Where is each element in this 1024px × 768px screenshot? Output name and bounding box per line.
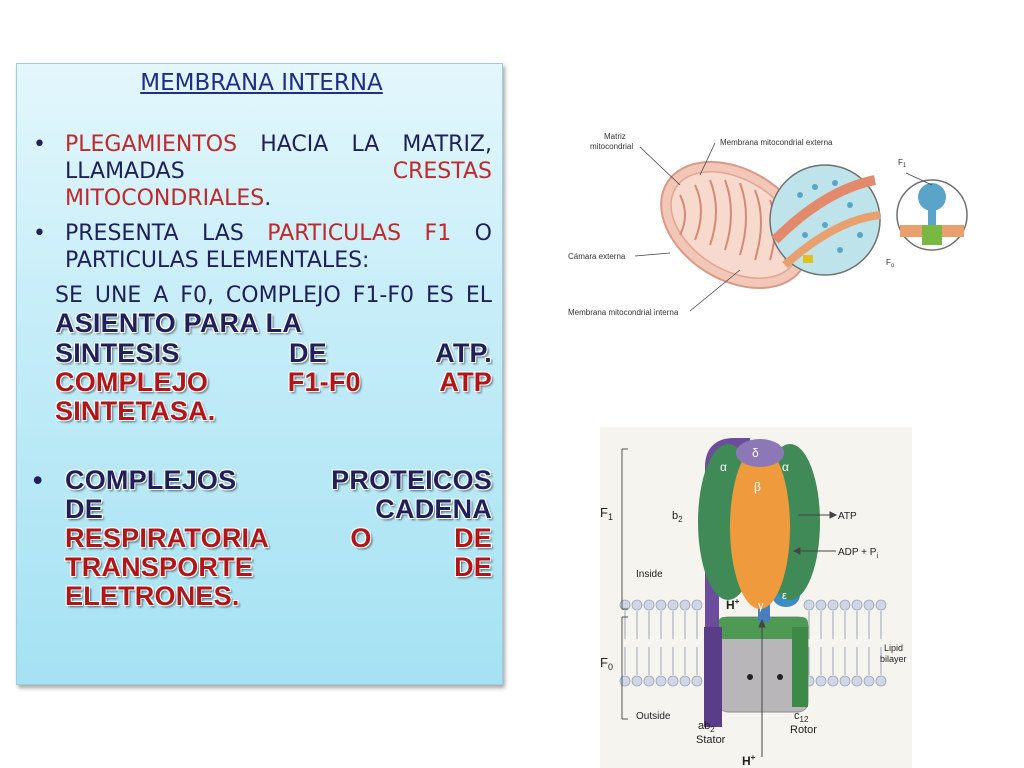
- zoom-particles: [797, 180, 863, 253]
- slide-title: MEMBRANA INTERNA: [140, 70, 383, 96]
- label-b2: b2: [672, 510, 683, 524]
- label-epsilon: ε: [782, 590, 787, 602]
- text-sintesis: SINTESIS DE ATP.: [55, 338, 492, 368]
- zoom-yellow-marker: [803, 255, 813, 263]
- label-f1: F1: [600, 505, 613, 522]
- delta-subunit: [736, 439, 784, 467]
- text-particulas-elementales: O PARTICULAS ELEMENTALES:: [65, 221, 493, 273]
- atp-arrows: [758, 511, 838, 757]
- beta-subunit: [730, 445, 790, 609]
- label-atp: ATP: [838, 511, 857, 522]
- rotor-dot-right: [777, 674, 783, 680]
- label-beta: β: [754, 480, 761, 494]
- label-membrana-externa: Membrana mitocondrial externa: [720, 138, 833, 147]
- label-outside: Outside: [636, 711, 671, 722]
- line-de-cadena: DE CADENA: [65, 495, 492, 524]
- zoom-atp-base: [922, 225, 942, 245]
- zoom-inner-band: [782, 211, 881, 268]
- label-f0: Fo: [886, 258, 895, 269]
- zoom-atp-stalk: [928, 209, 936, 225]
- text-complejos-proteicos: COMPLEJOS PROTEICOS: [65, 465, 492, 495]
- label-alpha-right: α: [782, 460, 789, 474]
- label-f0: F0: [600, 655, 613, 672]
- atp-synthase-diagram: δ α α β γ ε F1 F0 b2 Inside Outside ATP …: [600, 427, 912, 768]
- label-mitocondrial: mitocondrial: [590, 142, 633, 151]
- label-c12: c12: [794, 710, 809, 724]
- text-asiento: ASIENTO PARA LA: [55, 308, 303, 338]
- label-stator: Stator: [696, 734, 726, 746]
- bullet-particulas: PRESENTA LAS PARTICULAS F1 O PARTICULAS …: [31, 220, 492, 274]
- label-adp-pi: ADP + Pi: [838, 547, 878, 560]
- text-sintetasa: SINTETASA.: [55, 396, 216, 426]
- label-bilayer: bilayer: [880, 654, 907, 664]
- text-respiratoria: RESPIRATORIA O DE: [65, 523, 492, 553]
- rotor-dot-left: [747, 674, 753, 680]
- zoom-atp-head: [918, 183, 946, 211]
- mitochondrion-diagram: Matriz mitocondrial Membrana mitocondria…: [568, 132, 968, 317]
- c12-ring-right: [792, 627, 808, 707]
- zoom-membrane-band: [771, 175, 877, 244]
- label-ab2: ab2: [698, 720, 715, 734]
- label-delta: δ: [752, 446, 759, 460]
- label-hplus-top: H+: [726, 597, 740, 612]
- text-de: DE CADENA: [65, 494, 492, 524]
- label-matriz: Matriz: [604, 132, 626, 141]
- label-camara-externa: Cámara externa: [568, 252, 626, 261]
- text-period: .: [264, 186, 272, 211]
- label-rotor: Rotor: [790, 724, 817, 736]
- text-se-une: SE UNE A F0, COMPLEJO F1-F0 ES EL: [55, 283, 492, 308]
- label-gamma: γ: [758, 600, 764, 612]
- label-membrana-interna: Membrana mitocondrial interna: [568, 308, 679, 317]
- bullet-complejos: COMPLEJOS PROTEICOS DE CADENA RESPIRATOR…: [31, 466, 492, 611]
- label-f1: F1: [898, 158, 907, 169]
- ab2-stator-base: [704, 627, 722, 727]
- term-particulas-f1: PARTICULAS F1: [267, 221, 452, 246]
- text-box: MEMBRANA INTERNA PLEGAMIENTOS HACIA LA M…: [16, 63, 503, 685]
- label-hplus-bottom: H+: [742, 753, 756, 768]
- label-lipid: Lipid: [884, 643, 903, 653]
- f1-f0-brackets: [621, 448, 628, 720]
- text-hacia-matriz: HACIA LA MATRIZ, LLAMADAS: [65, 132, 492, 184]
- lipid-bilayer: [619, 599, 887, 687]
- term-plegamientos: PLEGAMIENTOS: [65, 132, 238, 157]
- term-crestas: CRESTAS MITOCONDRIALES: [65, 159, 492, 211]
- bullet-plegamientos: PLEGAMIENTOS HACIA LA MATRIZ, LLAMADAS C…: [31, 131, 492, 212]
- text-complejo: COMPLEJO F1-F0 ATP: [55, 367, 492, 397]
- c12-ring-top: [718, 617, 808, 639]
- label-alpha-left: α: [720, 460, 727, 474]
- zoom-circle-membrane: [769, 164, 881, 276]
- text-presenta: PRESENTA LAS: [65, 221, 268, 246]
- text-transporte: TRANSPORTE DE: [65, 552, 492, 582]
- label-inside: Inside: [636, 569, 663, 580]
- mito-leader-lines: [634, 142, 933, 312]
- text-eletrones: ELETRONES.: [65, 581, 240, 611]
- sub-paragraph: SE UNE A F0, COMPLEJO F1-F0 ES EL ASIENT…: [31, 282, 492, 426]
